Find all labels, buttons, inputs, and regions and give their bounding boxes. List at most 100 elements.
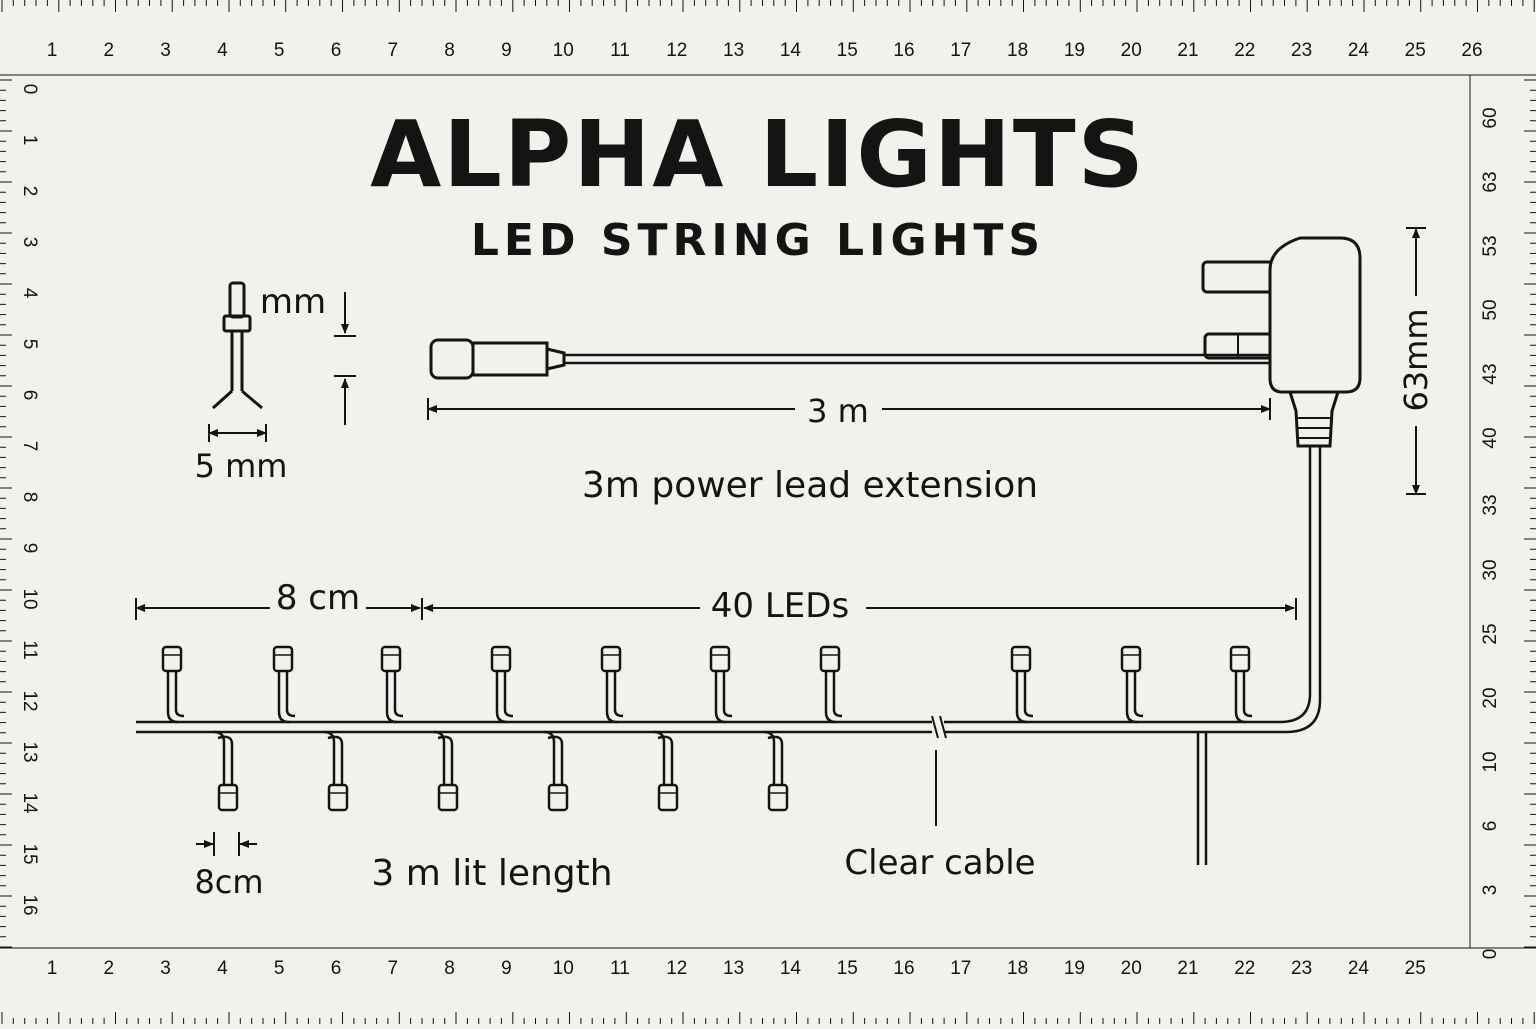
bulb-detail-cap — [228, 281, 246, 319]
bottom-ruler-number: 13 — [723, 958, 744, 979]
right-ruler-number: 25 — [1480, 623, 1501, 644]
led-string: 8 cm 40 LEDs 8cm 3 m lit length Clear ca… — [135, 578, 1297, 901]
top-ruler-number: 12 — [666, 40, 687, 61]
led-cap — [1010, 645, 1032, 673]
left-ruler-number: 10 — [19, 588, 40, 609]
led-leads — [166, 671, 185, 724]
led-bulb — [380, 645, 404, 724]
led-leads — [213, 730, 234, 785]
right-ruler-number: 50 — [1480, 299, 1501, 320]
led-leads — [277, 671, 296, 724]
left-ruler-number: 13 — [19, 741, 40, 762]
led-bulb — [709, 645, 733, 724]
bottom-ruler-number: 8 — [444, 958, 455, 979]
led-cap — [272, 645, 294, 673]
lead-connector-collar — [471, 341, 549, 377]
led-bulb — [272, 645, 296, 724]
led-leads — [763, 730, 784, 785]
led-cap — [767, 783, 789, 812]
bottom-ruler-number: 18 — [1007, 958, 1028, 979]
led-cap — [490, 645, 512, 673]
transformer-body — [1268, 236, 1362, 394]
top-ruler-number: 1 — [47, 40, 58, 61]
led-bulb — [161, 645, 185, 724]
bottom-ruler-number: 5 — [274, 958, 285, 979]
lead-connector-taper — [546, 347, 566, 371]
bottom-ruler-number: 16 — [893, 958, 914, 979]
led-leads — [824, 671, 843, 724]
transformer-strain-relief — [1288, 391, 1340, 448]
led-bulb — [1229, 645, 1253, 724]
led-cap — [161, 645, 183, 673]
top-ruler-number: 10 — [553, 40, 574, 61]
bottom-ruler-number: 1 — [47, 958, 58, 979]
led-leads — [653, 730, 674, 785]
bulb-detail: 5 mm mm — [195, 281, 356, 485]
string-break-right — [939, 715, 947, 739]
bottom-ruler-number: 9 — [501, 958, 512, 979]
right-ruler-number: 0 — [1480, 949, 1501, 960]
left-ruler-number: 7 — [19, 441, 40, 452]
led-cap — [600, 645, 622, 673]
left-ruler-number: 2 — [19, 186, 40, 197]
bottom-ruler-number: 12 — [666, 958, 687, 979]
led-bulbs — [161, 645, 1253, 812]
top-ruler-number: 6 — [331, 40, 342, 61]
right-ruler-number: 53 — [1480, 235, 1501, 256]
top-ruler-number: 14 — [780, 40, 802, 61]
top-ruler-number: 23 — [1291, 40, 1312, 61]
top-ruler-number: 18 — [1007, 40, 1028, 61]
right-ruler-number: 43 — [1480, 363, 1501, 384]
bottom-ruler-number: 6 — [331, 958, 342, 979]
top-ruler-number: 4 — [217, 40, 228, 61]
led-leads — [433, 730, 454, 785]
led-leads — [1015, 671, 1034, 724]
small-spacing-label: 8cm — [194, 863, 263, 901]
right-ruler-number: 3 — [1480, 885, 1501, 896]
led-leads — [1234, 671, 1253, 724]
top-ruler-number: 25 — [1405, 40, 1426, 61]
led-bulb — [213, 730, 239, 812]
bulb-detail-collar — [222, 314, 252, 333]
transformer-height-label: 63mm — [1397, 308, 1435, 411]
led-cap — [547, 783, 569, 812]
top-ruler-number: 21 — [1177, 40, 1198, 61]
bottom-ruler-number: 20 — [1121, 958, 1142, 979]
brand-title: ALPHA LIGHTS — [370, 101, 1146, 208]
left-ruler-number: 14 — [19, 792, 40, 814]
lead-length-label: 3 m — [807, 392, 869, 430]
bottom-ruler-number: 2 — [104, 958, 115, 979]
led-bulb — [763, 730, 789, 812]
led-leads — [605, 671, 624, 724]
led-cap — [327, 783, 349, 812]
bottom-ruler-number: 21 — [1177, 958, 1198, 979]
lit-length-label: 3 m lit length — [371, 853, 612, 894]
led-leads — [385, 671, 404, 724]
right-ruler-number: 30 — [1480, 559, 1501, 580]
top-ruler-number: 17 — [950, 40, 971, 61]
top-ruler-number: 15 — [837, 40, 858, 61]
led-bulb — [433, 730, 459, 812]
left-ruler-number: 9 — [19, 543, 40, 554]
right-ruler-number: 60 — [1480, 107, 1501, 128]
top-ruler-number: 26 — [1461, 40, 1482, 61]
led-leads — [323, 730, 344, 785]
top-ruler-number: 2 — [104, 40, 115, 61]
led-count-label: 40 LEDs — [711, 586, 849, 626]
bottom-ruler-number: 7 — [388, 958, 399, 979]
top-ruler-number: 24 — [1348, 40, 1370, 61]
led-cap — [709, 645, 731, 673]
top-ruler-number: 13 — [723, 40, 744, 61]
right-ruler-number: 10 — [1480, 751, 1501, 772]
top-ruler-number: 9 — [501, 40, 512, 61]
led-leads — [495, 671, 514, 724]
bottom-ruler-number: 24 — [1348, 958, 1370, 979]
plug-pin-top — [1201, 260, 1279, 294]
left-ruler-number: 15 — [19, 843, 40, 864]
